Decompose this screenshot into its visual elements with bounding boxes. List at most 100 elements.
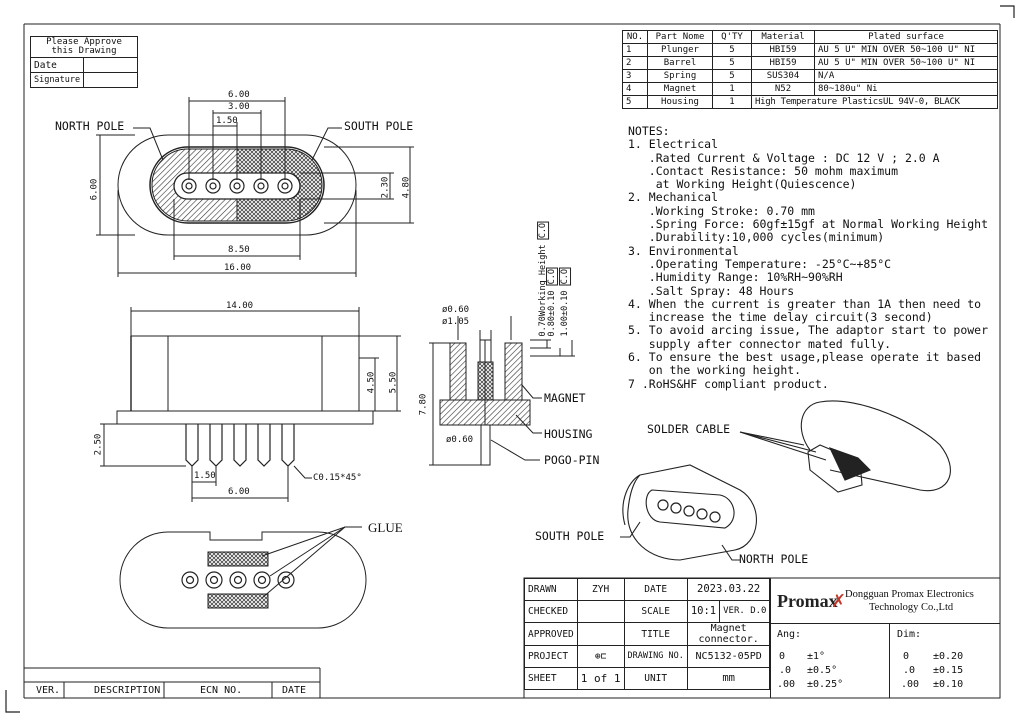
dim-label: 3.00 (228, 102, 250, 112)
dim-label: 16.00 (224, 263, 252, 273)
tb-label: DRAWN (524, 578, 578, 601)
tb-value: D.0 (750, 606, 767, 616)
note-line: at Working Height(Quiescence) (628, 177, 857, 192)
tol-value: ±0.20 (933, 651, 964, 662)
tol-key: .00 (901, 679, 920, 690)
dim-label: 1.00±0.10 C.O (559, 267, 572, 337)
note-line: 4. When the current is greater than 1A t… (628, 296, 982, 311)
front-view (100, 307, 401, 502)
dim-label: ø0.60 (446, 435, 474, 445)
tol-value: ±0.10 (933, 679, 964, 690)
tb-label: SHEET (524, 667, 578, 690)
notes-heading: NOTES: (628, 124, 670, 138)
ang-label: Ang: (777, 629, 802, 640)
tb-value: 1 of 1 (576, 667, 625, 690)
rev-header-description: DESCRIPTION (94, 685, 161, 696)
dim-label: 8.50 (228, 245, 250, 255)
bom-cell: High Temperature Plastics (755, 97, 883, 107)
dim-label: 4.80 (401, 176, 412, 199)
bottom-view (119, 526, 367, 629)
label-south-pole: SOUTH POLE (344, 119, 414, 133)
tb-value: Magnet connector. (686, 622, 771, 646)
approval-signature-field[interactable] (83, 72, 138, 88)
dim-label: 6.00 (228, 487, 250, 497)
note-line: 1. Electrical (628, 137, 719, 152)
title-block: DRAWN ZYH DATE 2023.03.22 CHECKED SCALE … (524, 578, 771, 690)
pin-circles (181, 178, 293, 194)
company-logo: Promax (777, 591, 838, 611)
table-row: CHECKED SCALE 10:1 VER. D.0 (524, 600, 771, 623)
bom-cell: UL 94V-0, BLACK (882, 97, 960, 107)
tol-key: 0 (779, 651, 786, 662)
table-row: APPROVED TITLE Magnet connector. (524, 622, 771, 646)
pins (185, 424, 295, 467)
tol-value: ±1° (807, 651, 826, 662)
tol-value: ±0.15 (933, 665, 964, 676)
tol-key: 0 (903, 651, 910, 662)
dim-label: 1.50 (194, 471, 216, 481)
label-magnet: MAGNET (544, 391, 586, 405)
section-view (429, 316, 575, 466)
bom-cell: 1 (712, 95, 752, 109)
tb-label: SCALE (623, 600, 688, 623)
label-north-pole-iso: NORTH POLE (739, 552, 809, 566)
note-line: .Rated Current & Voltage : DC 12 V ; 2.0… (628, 150, 940, 165)
company-block: Promax ✗ Dongguan Promax Electronics Tec… (770, 578, 1000, 624)
iso-view (620, 400, 951, 561)
note-line: .Contact Resistance: 50 mohm maximum (628, 163, 899, 178)
dim-label: 7.80 (418, 393, 429, 416)
note-line: 3. Environmental (628, 243, 739, 258)
dim-label: 2.30 (380, 176, 391, 199)
label-south-pole-iso: SOUTH POLE (535, 529, 605, 543)
tb-label: VER. (723, 606, 745, 616)
dim-label: 0.80±0.10 C.O (546, 267, 559, 337)
dim-label: 2.50 (93, 433, 104, 456)
note-line: 2. Mechanical (628, 190, 719, 205)
logo-mark-icon: ✗ (831, 591, 847, 611)
tb-label: APPROVED (524, 622, 578, 646)
top-view (96, 97, 414, 277)
label-housing: HOUSING (544, 427, 593, 441)
note-line: 5. To avoid arcing issue, The adaptor st… (628, 323, 989, 338)
tb-value: NC5132-05PD (686, 645, 771, 668)
dim-label: 6.00 (228, 90, 250, 100)
note-line: .Spring Force: 60gf±15gf at Normal Worki… (628, 217, 989, 232)
tb-label: UNIT (623, 667, 688, 690)
tb-label: PROJECT (524, 645, 578, 668)
tb-label: DATE (623, 578, 688, 601)
tb-value: mm (686, 667, 771, 690)
label-solder-cable: SOLDER CABLE (647, 422, 731, 436)
tol-key: .00 (777, 679, 796, 690)
tol-value: ±0.25° (807, 679, 844, 690)
projection-symbol: ⊕⊏ (576, 645, 625, 668)
note-line: .Durability:10,000 cycles(minimum) (628, 230, 885, 245)
dim-label: 14.00 (226, 301, 254, 311)
approval-box: Please Approve this Drawing Date Signatu… (29, 36, 138, 88)
tb-label: TITLE (623, 622, 688, 646)
tb-value: ZYH (576, 578, 625, 601)
tol-value: ±0.5° (807, 665, 838, 676)
dim-label: 6.00 (89, 178, 100, 201)
notes-block: NOTES:1. Electrical .Rated Current & Vol… (628, 124, 989, 391)
tol-key: .0 (903, 665, 916, 676)
dim-label: 1.50 (216, 116, 238, 126)
table-row: DRAWN ZYH DATE 2023.03.22 (524, 578, 771, 601)
tb-label: DRAWING NO. (623, 645, 688, 668)
dim-label: ø0.60 (442, 305, 470, 315)
dim-label-chamfer: C0.15*45° (313, 473, 362, 483)
company-name-line2: Technology Co.,Ltd (869, 602, 954, 613)
note-line: 7 .RoHS&HF compliant product. (628, 376, 829, 391)
label-glue: GLUE (368, 520, 403, 535)
tolerance-block: Ang: 0 ±1° .0 ±0.5° .00 ±0.25° Dim: 0 ±0… (770, 624, 1000, 698)
rev-header-date: DATE (282, 685, 307, 696)
dim-label: 4.50 (366, 371, 377, 394)
tol-key: .0 (779, 665, 792, 676)
label-pogo-pin: POGO-PIN (544, 453, 600, 467)
dim-label: 5.50 (388, 371, 399, 394)
table-row: SHEET 1 of 1 UNIT mm (524, 667, 771, 690)
